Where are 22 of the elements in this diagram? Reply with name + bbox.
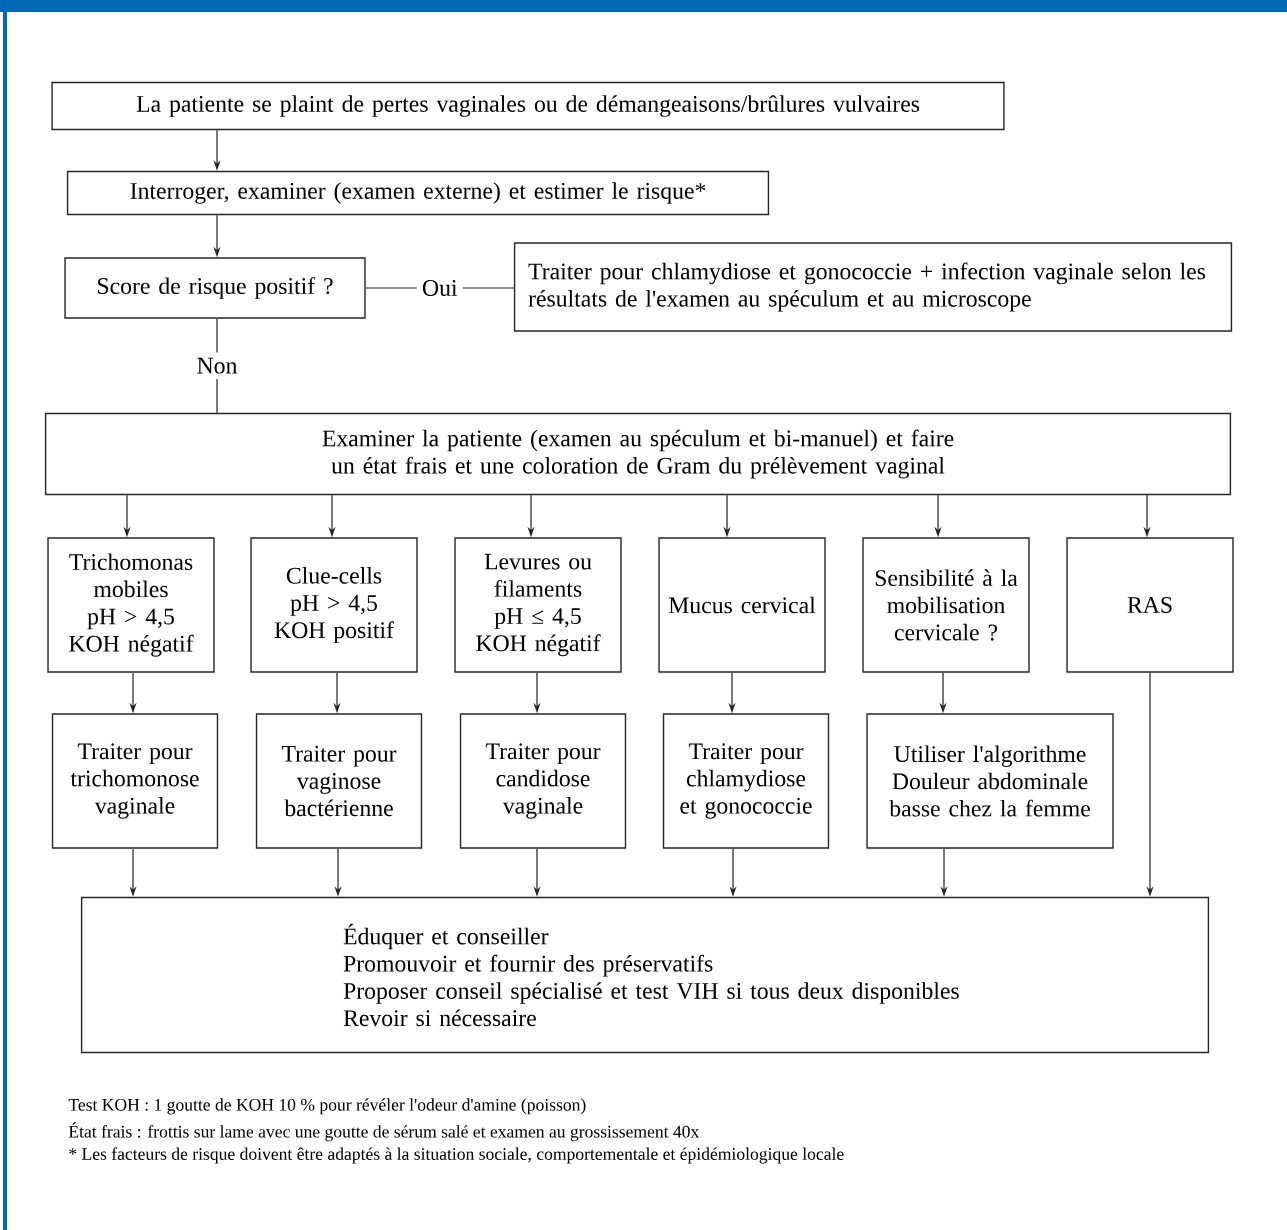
process-box: Interroger, examiner (examen externe) et estimer le risque* [66, 170, 770, 216]
treatment-box: Traiter pour chlamydiose et gonococcie [662, 713, 830, 849]
edge-label: Oui [416, 274, 463, 302]
process-box: La patiente se plaint de pertes vaginales ou de démangeaisons/brûlures vulvaires [51, 81, 1005, 131]
finding-box: RAS [1066, 537, 1234, 673]
treatment-box: Traiter pour vaginose bactérienne [255, 713, 423, 849]
finding-box: Trichomonas mobiles pH > 4,5 KOH négatif [47, 537, 215, 673]
finding-box: Mucus cervical [658, 537, 826, 673]
footnote: État frais : frottis sur lame avec une goutte de sérum salé et examen au grossissement 40x [68, 1122, 700, 1142]
edge-label: Non [191, 352, 243, 379]
treatment-box: Traiter pour trichomonose vaginale [51, 713, 219, 849]
treatment-box: Utiliser l'algorithme Douleur abdominale basse chez la femme [866, 713, 1114, 849]
finding-box: Sensibilité à la mobilisation cervicale ? [862, 537, 1030, 673]
finding-box: Levures ou filaments pH ≤ 4,5 KOH négatif [454, 537, 622, 673]
finding-box: Clue-cells pH > 4,5 KOH positif [250, 537, 418, 673]
decision-box: Score de risque positif ? [64, 257, 366, 319]
footnote: Test KOH : 1 goutte de KOH 10 % pour révéler l'odeur d'amine (poisson) [68, 1098, 586, 1115]
treatment-box: Traiter pour candidose vaginale [459, 713, 627, 849]
footnote: * Les facteurs de risque doivent être adaptés à la situation sociale, comportementale et épidémiologique locale [69, 1147, 844, 1164]
process-box: Examiner la patiente (examen au spéculum et bi-manuel) et faire un état frais et une coloration de Gram du prélèvement vaginal [44, 412, 1232, 496]
process-box: Traiter pour chlamydiose et gonococcie + infection vaginale selon les résultats de l'examen au spéculum et au microscope [513, 242, 1233, 332]
summary-box: Éduquer et conseiller Promouvoir et fournir des préservatifs Proposer conseil spécialisé et test VIH si tous deux disponibles Revoir si nécessaire [80, 896, 1210, 1054]
